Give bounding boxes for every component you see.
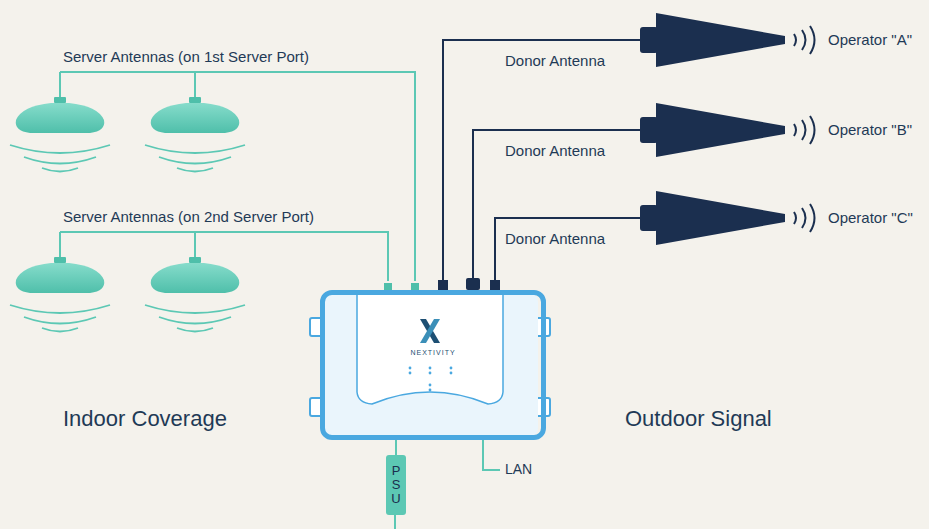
antenna-mount <box>640 27 658 53</box>
status-led <box>429 367 432 370</box>
antenna-horn <box>656 103 785 157</box>
signal-waves <box>794 26 815 54</box>
booster-unit: NEXTIVITY <box>320 290 546 440</box>
donor-cable <box>495 218 640 290</box>
antenna-group-label: Server Antennas (on 1st Server Port) <box>63 48 309 66</box>
cable-label: Donor Antenna <box>503 142 607 160</box>
brand-name: NEXTIVITY <box>325 349 541 357</box>
status-led <box>409 367 412 370</box>
status-led <box>429 389 432 392</box>
server-antenna <box>145 232 245 332</box>
server-antenna <box>145 72 245 172</box>
operator-label: Operator "B" <box>828 121 912 139</box>
antenna-mount <box>640 117 658 143</box>
antenna-group-label: Server Antennas (on 2nd Server Port) <box>63 208 314 226</box>
donor-cable <box>443 40 640 290</box>
port-label: LAN <box>505 461 532 478</box>
server-antenna <box>10 72 110 172</box>
status-led <box>450 372 453 375</box>
status-led <box>429 372 432 375</box>
status-led <box>429 384 432 387</box>
status-led <box>409 372 412 375</box>
operator-label: Operator "C" <box>828 209 913 227</box>
power-supply: PSU <box>386 455 406 515</box>
status-led <box>450 367 453 370</box>
signal-waves <box>794 116 815 144</box>
antenna-mount <box>640 205 658 231</box>
operator-label: Operator "A" <box>828 31 912 49</box>
signal-waves <box>794 204 815 232</box>
zone-label: Outdoor Signal <box>625 406 772 432</box>
power-cable <box>395 440 397 455</box>
donor-antenna: Operator "B" <box>640 102 790 158</box>
server-port <box>384 283 392 290</box>
logo-mark <box>420 319 440 343</box>
antenna-shape <box>640 190 790 246</box>
donor-antenna: Operator "A" <box>640 12 790 68</box>
donor-cable <box>473 130 640 290</box>
antenna-horn <box>656 191 785 245</box>
cable-label: Donor Antenna <box>503 230 607 248</box>
zone-label: Indoor Coverage <box>63 406 227 432</box>
device-body <box>322 292 538 438</box>
logo-mark <box>420 319 440 343</box>
psu-label: PSU <box>390 464 403 507</box>
antenna-horn <box>656 13 785 67</box>
cable-label: Donor Antenna <box>503 52 607 70</box>
lan-cable <box>483 440 500 470</box>
server-antenna <box>10 232 110 332</box>
server-port <box>411 283 419 290</box>
connectors <box>396 40 640 455</box>
antenna-shape <box>640 12 790 68</box>
antenna-cable <box>60 72 415 281</box>
antenna-shape <box>640 102 790 158</box>
donor-antenna: Operator "C" <box>640 190 790 246</box>
